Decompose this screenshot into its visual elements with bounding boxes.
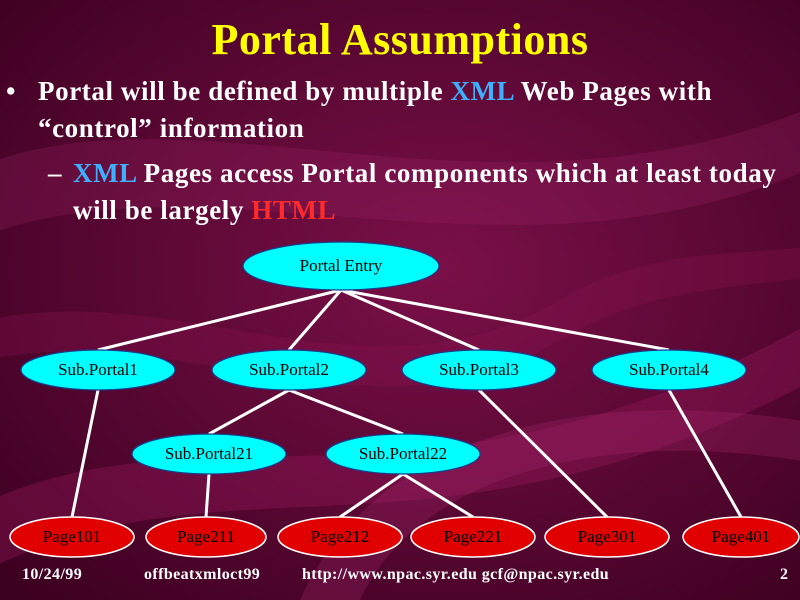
node-sp2: Sub.Portal2 [211, 349, 367, 391]
node-sp22-ellipse [325, 433, 481, 475]
node-sp1-label: Sub.Portal1 [58, 360, 138, 379]
node-sp1-ellipse [20, 349, 176, 391]
node-sp2-ellipse [211, 349, 367, 391]
node-p301: Page301 [544, 516, 670, 558]
node-p211: Page211 [145, 516, 267, 558]
node-p221-label: Page221 [444, 527, 503, 546]
node-p221-ellipse [410, 516, 536, 558]
node-p212-label: Page212 [311, 527, 370, 546]
edge-sp22-p221 [402, 472, 474, 519]
edge-sp22-p212 [339, 472, 404, 519]
bullet-1-text-before: Portal will be defined by multiple [38, 76, 451, 106]
node-sp21: Sub.Portal21 [131, 433, 287, 475]
node-sp3-label: Sub.Portal3 [439, 360, 519, 379]
node-sp4-label: Sub.Portal4 [629, 360, 709, 379]
footer-filename: offbeatxmloct99 [144, 566, 261, 583]
edge-sp4-p401 [667, 389, 743, 518]
node-p221: Page221 [410, 516, 536, 558]
node-entry: Portal Entry [242, 241, 440, 291]
node-p101-label: Page101 [43, 527, 102, 546]
node-sp22: Sub.Portal22 [325, 433, 481, 475]
node-p401: Page401 [682, 516, 800, 558]
bullet-2-html-highlight: HTML [251, 195, 337, 225]
node-entry-ellipse [242, 241, 440, 291]
node-p211-label: Page211 [177, 527, 235, 546]
node-p301-label: Page301 [578, 527, 637, 546]
node-sp21-ellipse [131, 433, 287, 475]
edge-sp2-sp21 [208, 388, 290, 436]
node-sp22-label: Sub.Portal22 [359, 444, 447, 463]
node-p301-ellipse [544, 516, 670, 558]
bullet-2-xml-highlight: XML [73, 158, 137, 188]
node-p101-ellipse [9, 516, 135, 558]
node-sp3: Sub.Portal3 [401, 349, 557, 391]
footer-contact: http://www.npac.syr.edu gcf@npac.syr.edu [302, 566, 610, 583]
node-p212-ellipse [277, 516, 403, 558]
edge-entry-sp3 [340, 288, 480, 352]
edge-sp3-p301 [477, 388, 609, 519]
node-p401-ellipse [682, 516, 800, 558]
edge-sp21-p211 [204, 473, 211, 518]
edge-entry-sp4 [340, 288, 670, 352]
node-sp3-ellipse [401, 349, 557, 391]
node-p211-ellipse [145, 516, 267, 558]
node-sp4-ellipse [591, 349, 747, 391]
node-sp4: Sub.Portal4 [591, 349, 747, 391]
slide-title: Portal Assumptions [211, 15, 589, 64]
edge-entry-sp1 [97, 288, 342, 352]
footer-page-number: 2 [780, 566, 789, 583]
bullet-1-text-after: Web Pages with “control” information [38, 76, 713, 143]
edge-sp1-p101 [70, 389, 100, 518]
bullet-2-text-middle: Pages access Portal components which at … [73, 158, 777, 225]
edge-entry-sp2 [287, 289, 343, 351]
node-sp21-label: Sub.Portal21 [165, 444, 253, 463]
bullet-marker: • [6, 76, 17, 106]
node-entry-label: Portal Entry [300, 256, 383, 275]
node-p401-label: Page401 [712, 527, 771, 546]
node-sp2-label: Sub.Portal2 [249, 360, 329, 379]
footer-date: 10/24/99 [22, 566, 83, 583]
node-p101: Page101 [9, 516, 135, 558]
tree-edges [70, 288, 743, 519]
edge-sp2-sp22 [288, 388, 404, 436]
bullet-1-xml-highlight: XML [450, 76, 514, 106]
node-sp1: Sub.Portal1 [20, 349, 176, 391]
node-p212: Page212 [277, 516, 403, 558]
sub-bullet-marker: – [48, 158, 63, 188]
